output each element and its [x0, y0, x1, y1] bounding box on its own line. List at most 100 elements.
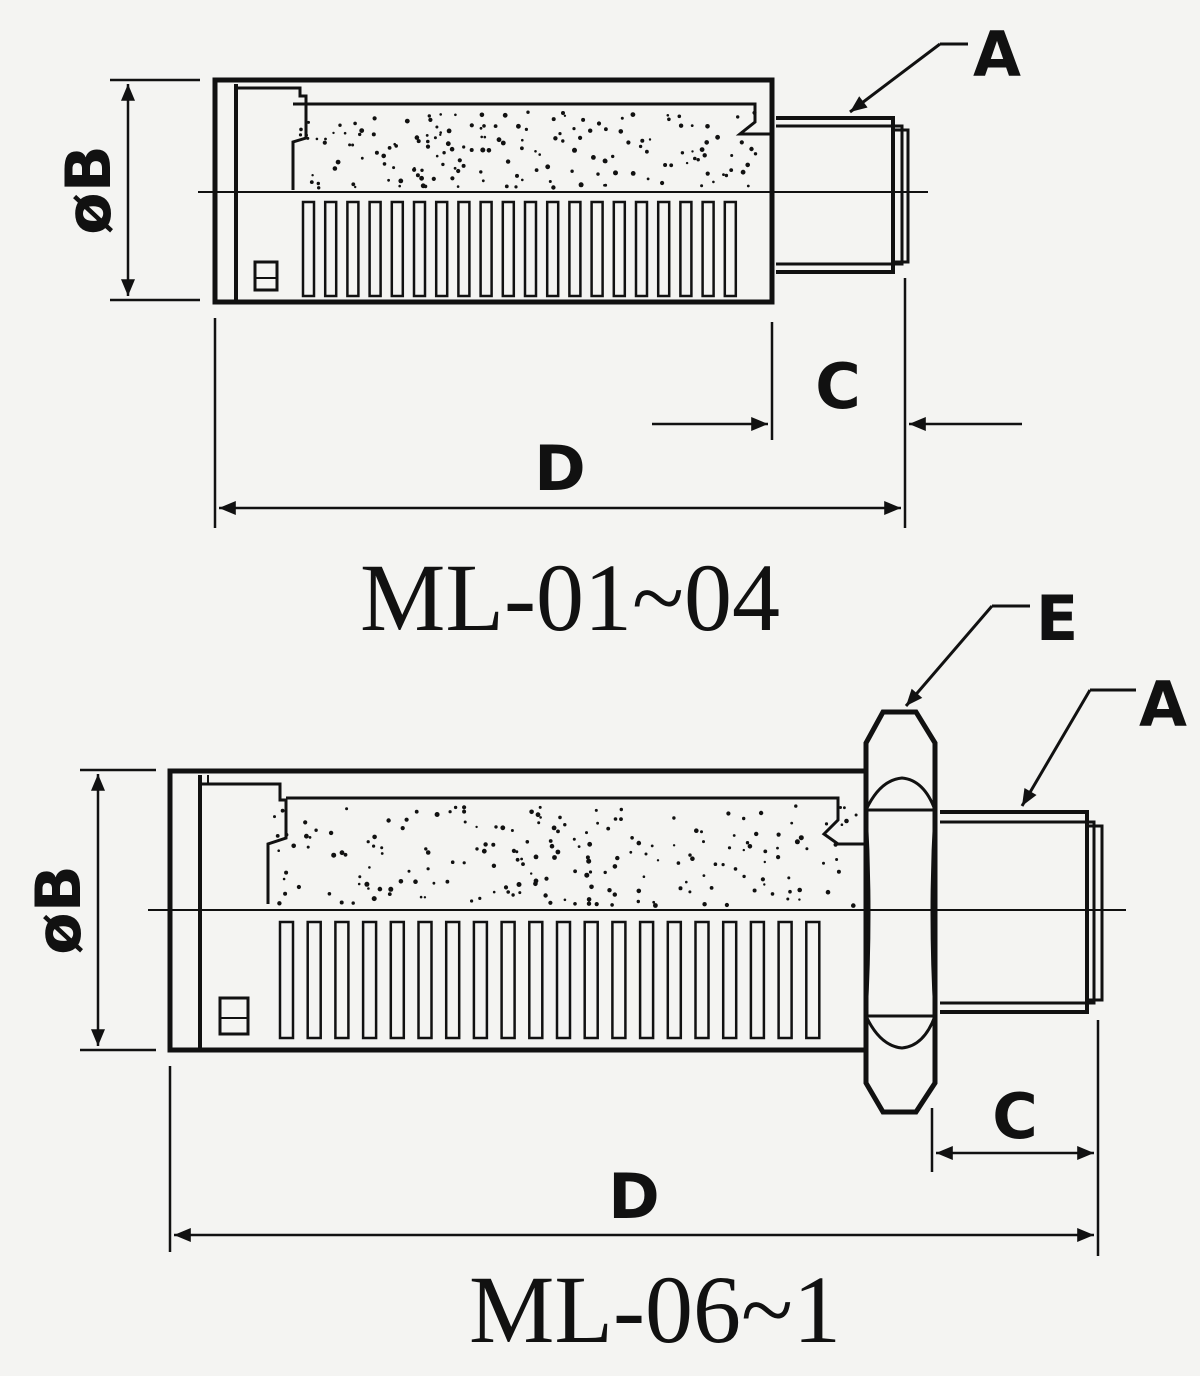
- hex-nut-arc-top: [864, 776, 937, 811]
- porous-dot: [607, 888, 612, 893]
- label-b: øB: [22, 865, 95, 955]
- thread-outline: [776, 116, 895, 274]
- porous-dot: [724, 173, 729, 178]
- porous-dot: [715, 134, 720, 140]
- porous-dot: [787, 876, 791, 880]
- porous-dot: [836, 869, 841, 874]
- vent-slot: [389, 920, 406, 1040]
- porous-dot: [548, 900, 553, 905]
- vent-slots: [278, 920, 821, 1040]
- porous-dot: [275, 834, 280, 838]
- porous-dot: [377, 886, 383, 892]
- hex-nut-arc-left: [864, 809, 871, 1017]
- vent-slot: [323, 200, 338, 298]
- porous-dot: [561, 111, 565, 115]
- vent-slot: [301, 200, 316, 298]
- vent-slot: [500, 920, 516, 1040]
- porous-dot: [317, 186, 321, 190]
- porous-dot: [335, 159, 341, 165]
- porous-dot: [433, 136, 437, 140]
- vent-slot: [612, 200, 627, 298]
- porous-dot: [515, 857, 520, 862]
- porous-dot: [584, 872, 590, 878]
- porous-dot: [753, 152, 758, 156]
- drawing-ml-06-1: øB C D E A ML-06~1: [22, 582, 1187, 1363]
- porous-dot: [727, 846, 732, 850]
- porous-dot: [666, 114, 670, 117]
- porous-dot: [469, 123, 474, 128]
- porous-dot: [702, 840, 705, 844]
- porous-dot: [739, 140, 744, 145]
- porous-dot: [798, 898, 801, 901]
- porous-dot: [308, 836, 312, 839]
- label-b: øB: [52, 145, 125, 235]
- porous-dot: [688, 890, 692, 894]
- porous-dot: [713, 862, 718, 866]
- porous-dot: [604, 127, 608, 132]
- porous-dot: [619, 817, 623, 821]
- porous-dot: [435, 125, 439, 129]
- porous-dot: [331, 852, 337, 858]
- porous-dot: [462, 861, 466, 865]
- porous-dot: [449, 146, 455, 152]
- porous-dot: [740, 169, 746, 175]
- porous-dot: [669, 163, 674, 168]
- vent-slot: [361, 920, 378, 1040]
- porous-dot: [305, 133, 308, 137]
- porous-dot: [548, 839, 553, 843]
- porous-dot: [752, 888, 757, 893]
- porous-dot: [372, 116, 377, 121]
- porous-dot: [646, 177, 650, 181]
- porous-dot: [660, 180, 665, 186]
- porous-dot: [339, 900, 344, 905]
- porous-dot: [457, 158, 462, 163]
- porous-dot: [736, 115, 740, 119]
- porous-dot: [551, 825, 557, 831]
- porous-dot: [315, 137, 319, 141]
- porous-dot: [596, 821, 599, 825]
- vent-slot: [611, 920, 627, 1040]
- porous-dot: [445, 141, 451, 147]
- thread-line-inner: [940, 820, 1096, 1005]
- porous-dot: [359, 128, 365, 134]
- porous-dot: [594, 902, 599, 907]
- porous-dot: [763, 860, 766, 864]
- porous-dot: [504, 184, 509, 189]
- vent-slot: [334, 920, 350, 1040]
- porous-dot: [328, 830, 334, 836]
- porous-dot: [636, 840, 642, 846]
- porous-dot: [481, 848, 487, 854]
- vent-slot: [568, 200, 582, 298]
- porous-dot: [763, 883, 766, 886]
- vent-slot: [634, 200, 649, 298]
- porous-dot: [480, 135, 484, 139]
- porous-dot: [530, 872, 533, 875]
- label-e: E: [1036, 582, 1078, 655]
- porous-dot: [653, 903, 658, 908]
- porous-dot: [790, 821, 794, 825]
- porous-dot: [645, 149, 649, 154]
- porous-dot: [630, 112, 636, 117]
- thread-chamfer: [1087, 824, 1104, 1002]
- porous-dot: [786, 897, 790, 901]
- vent-slot: [444, 920, 461, 1040]
- porous-dot: [680, 151, 685, 155]
- porous-dot: [545, 164, 551, 170]
- porous-dot: [480, 147, 486, 153]
- porous-dot: [439, 131, 443, 134]
- porous-dot: [788, 889, 792, 894]
- porous-dot: [570, 169, 574, 173]
- porous-dot: [577, 845, 581, 848]
- porous-dot: [603, 184, 606, 187]
- porous-dot: [578, 182, 584, 188]
- porous-dot: [353, 121, 357, 126]
- porous-dot: [431, 176, 436, 181]
- porous-dot: [732, 834, 736, 837]
- porous-dot: [535, 812, 541, 818]
- porous-dot: [553, 136, 558, 141]
- porous-dot: [448, 810, 452, 814]
- porous-dot: [453, 805, 458, 810]
- porous-dot: [551, 117, 556, 122]
- porous-dot: [760, 877, 766, 882]
- porous-dot: [291, 843, 297, 849]
